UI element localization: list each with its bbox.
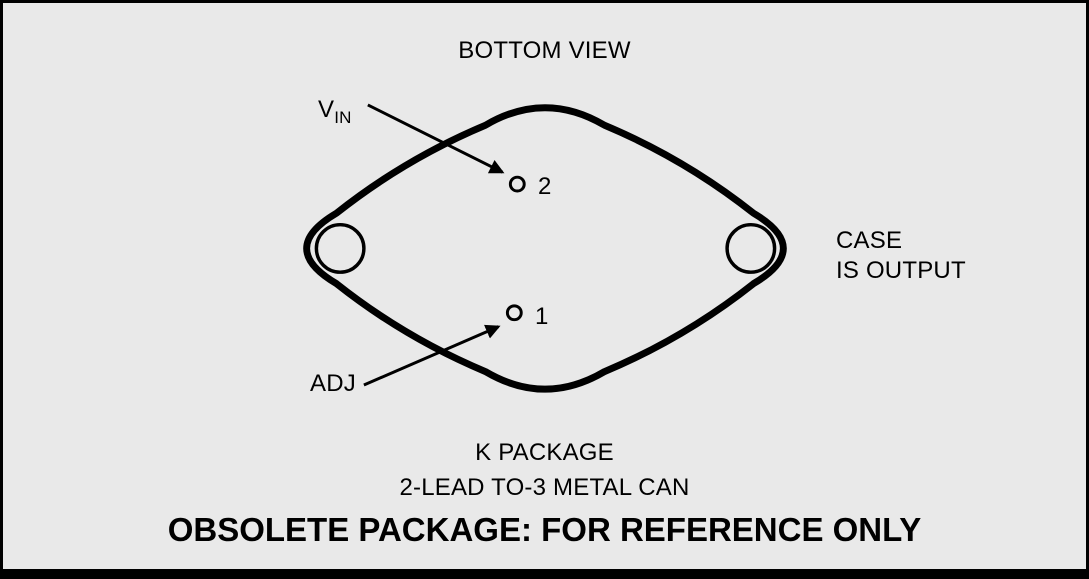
case-note-line1: CASE bbox=[836, 227, 903, 254]
obsolete-note: OBSOLETE PACKAGE: FOR REFERENCE ONLY bbox=[167, 511, 922, 548]
to3-outline bbox=[303, 104, 787, 393]
mounting-hole-right bbox=[725, 222, 777, 274]
adj-leader-line bbox=[363, 324, 501, 387]
vin-label: VIN bbox=[318, 96, 352, 127]
mounting-hole-left bbox=[314, 222, 366, 274]
adj-label: ADJ bbox=[310, 370, 356, 397]
vin-label-subscript: IN bbox=[334, 108, 352, 127]
bottom-view-label: BOTTOM VIEW bbox=[458, 37, 631, 64]
bottom-border-bar bbox=[3, 569, 1086, 576]
pin-2-marker bbox=[508, 175, 526, 193]
pin-1-marker bbox=[505, 304, 523, 322]
pin-1-label: 1 bbox=[535, 303, 549, 330]
package-type-label: 2-LEAD TO-3 METAL CAN bbox=[399, 474, 690, 501]
vin-leader-line bbox=[367, 103, 505, 174]
case-note-line2: IS OUTPUT bbox=[836, 257, 966, 284]
to3-package-diagram bbox=[303, 103, 787, 393]
vin-label-main: V bbox=[318, 96, 335, 123]
pin-2-label: 2 bbox=[538, 173, 552, 200]
package-name-label: K PACKAGE bbox=[475, 439, 614, 466]
